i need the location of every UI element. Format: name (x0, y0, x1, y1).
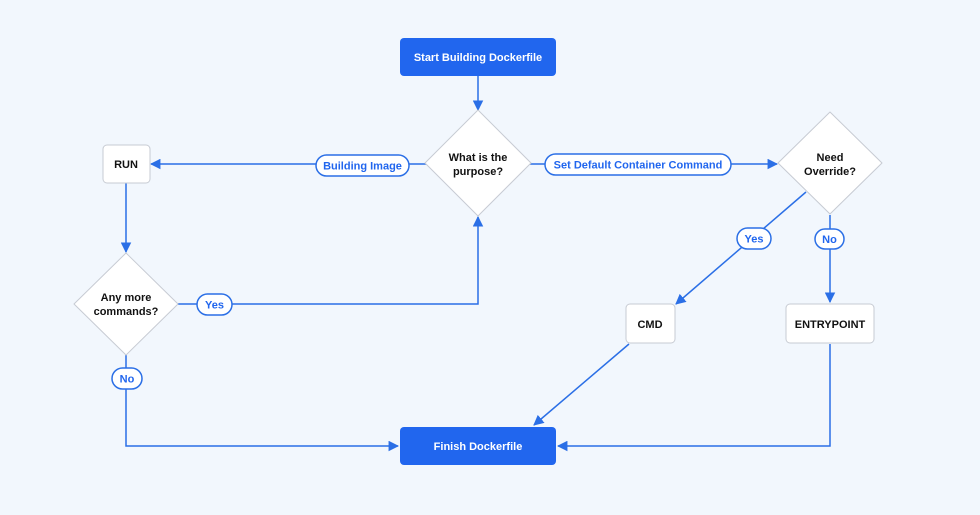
run-node: RUN (102, 144, 151, 184)
purpose-decision-label-line2: purpose? (453, 166, 503, 178)
edge-label-yes-loop-text: Yes (205, 300, 224, 312)
purpose-decision-label-line1: What is the (449, 152, 508, 164)
edge-label-building-image-text: Building Image (323, 161, 402, 173)
edge-label-no-finish: No (111, 367, 143, 390)
need-override-decision-label-line1: Need (817, 152, 844, 164)
edge-override-yes-to-cmd (675, 191, 807, 305)
need-override-decision-label-line2: Override? (804, 166, 856, 178)
edge-label-set-default: Set Default Container Command (544, 153, 732, 176)
start-node: Start Building Dockerfile (400, 38, 556, 76)
edge-label-building-image: Building Image (315, 154, 410, 177)
edge-label-yes-override-text: Yes (745, 234, 764, 246)
more-commands-decision: Any more commands? (73, 252, 179, 356)
cmd-node-label: CMD (637, 319, 662, 331)
more-commands-decision-label-line1: Any more (101, 292, 152, 304)
edge-label-no-override: No (814, 228, 845, 250)
edge-entrypoint-to-finish (556, 344, 831, 452)
entrypoint-node: ENTRYPOINT (785, 303, 875, 344)
more-commands-decision-label-line2: commands? (94, 306, 159, 318)
run-node-label: RUN (114, 159, 138, 171)
edge-cmd-to-finish (533, 343, 630, 426)
finish-node: Finish Dockerfile (400, 427, 556, 465)
cmd-node: CMD (625, 303, 676, 344)
edge-label-no-override-text: No (822, 234, 837, 246)
edge-label-no-finish-text: No (120, 374, 135, 386)
edge-label-set-default-text: Set Default Container Command (554, 160, 723, 172)
need-override-decision: Need Override? (777, 111, 883, 215)
start-node-label: Start Building Dockerfile (414, 52, 542, 64)
entrypoint-node-label: ENTRYPOINT (795, 319, 866, 331)
finish-node-label: Finish Dockerfile (434, 441, 523, 453)
edge-label-yes-loop: Yes (196, 293, 233, 316)
edge-more-commands-yes-to-purpose (178, 215, 484, 305)
edge-more-commands-no-to-finish (125, 355, 400, 452)
edge-label-yes-override: Yes (736, 227, 772, 250)
purpose-decision: What is the purpose? (424, 109, 532, 217)
